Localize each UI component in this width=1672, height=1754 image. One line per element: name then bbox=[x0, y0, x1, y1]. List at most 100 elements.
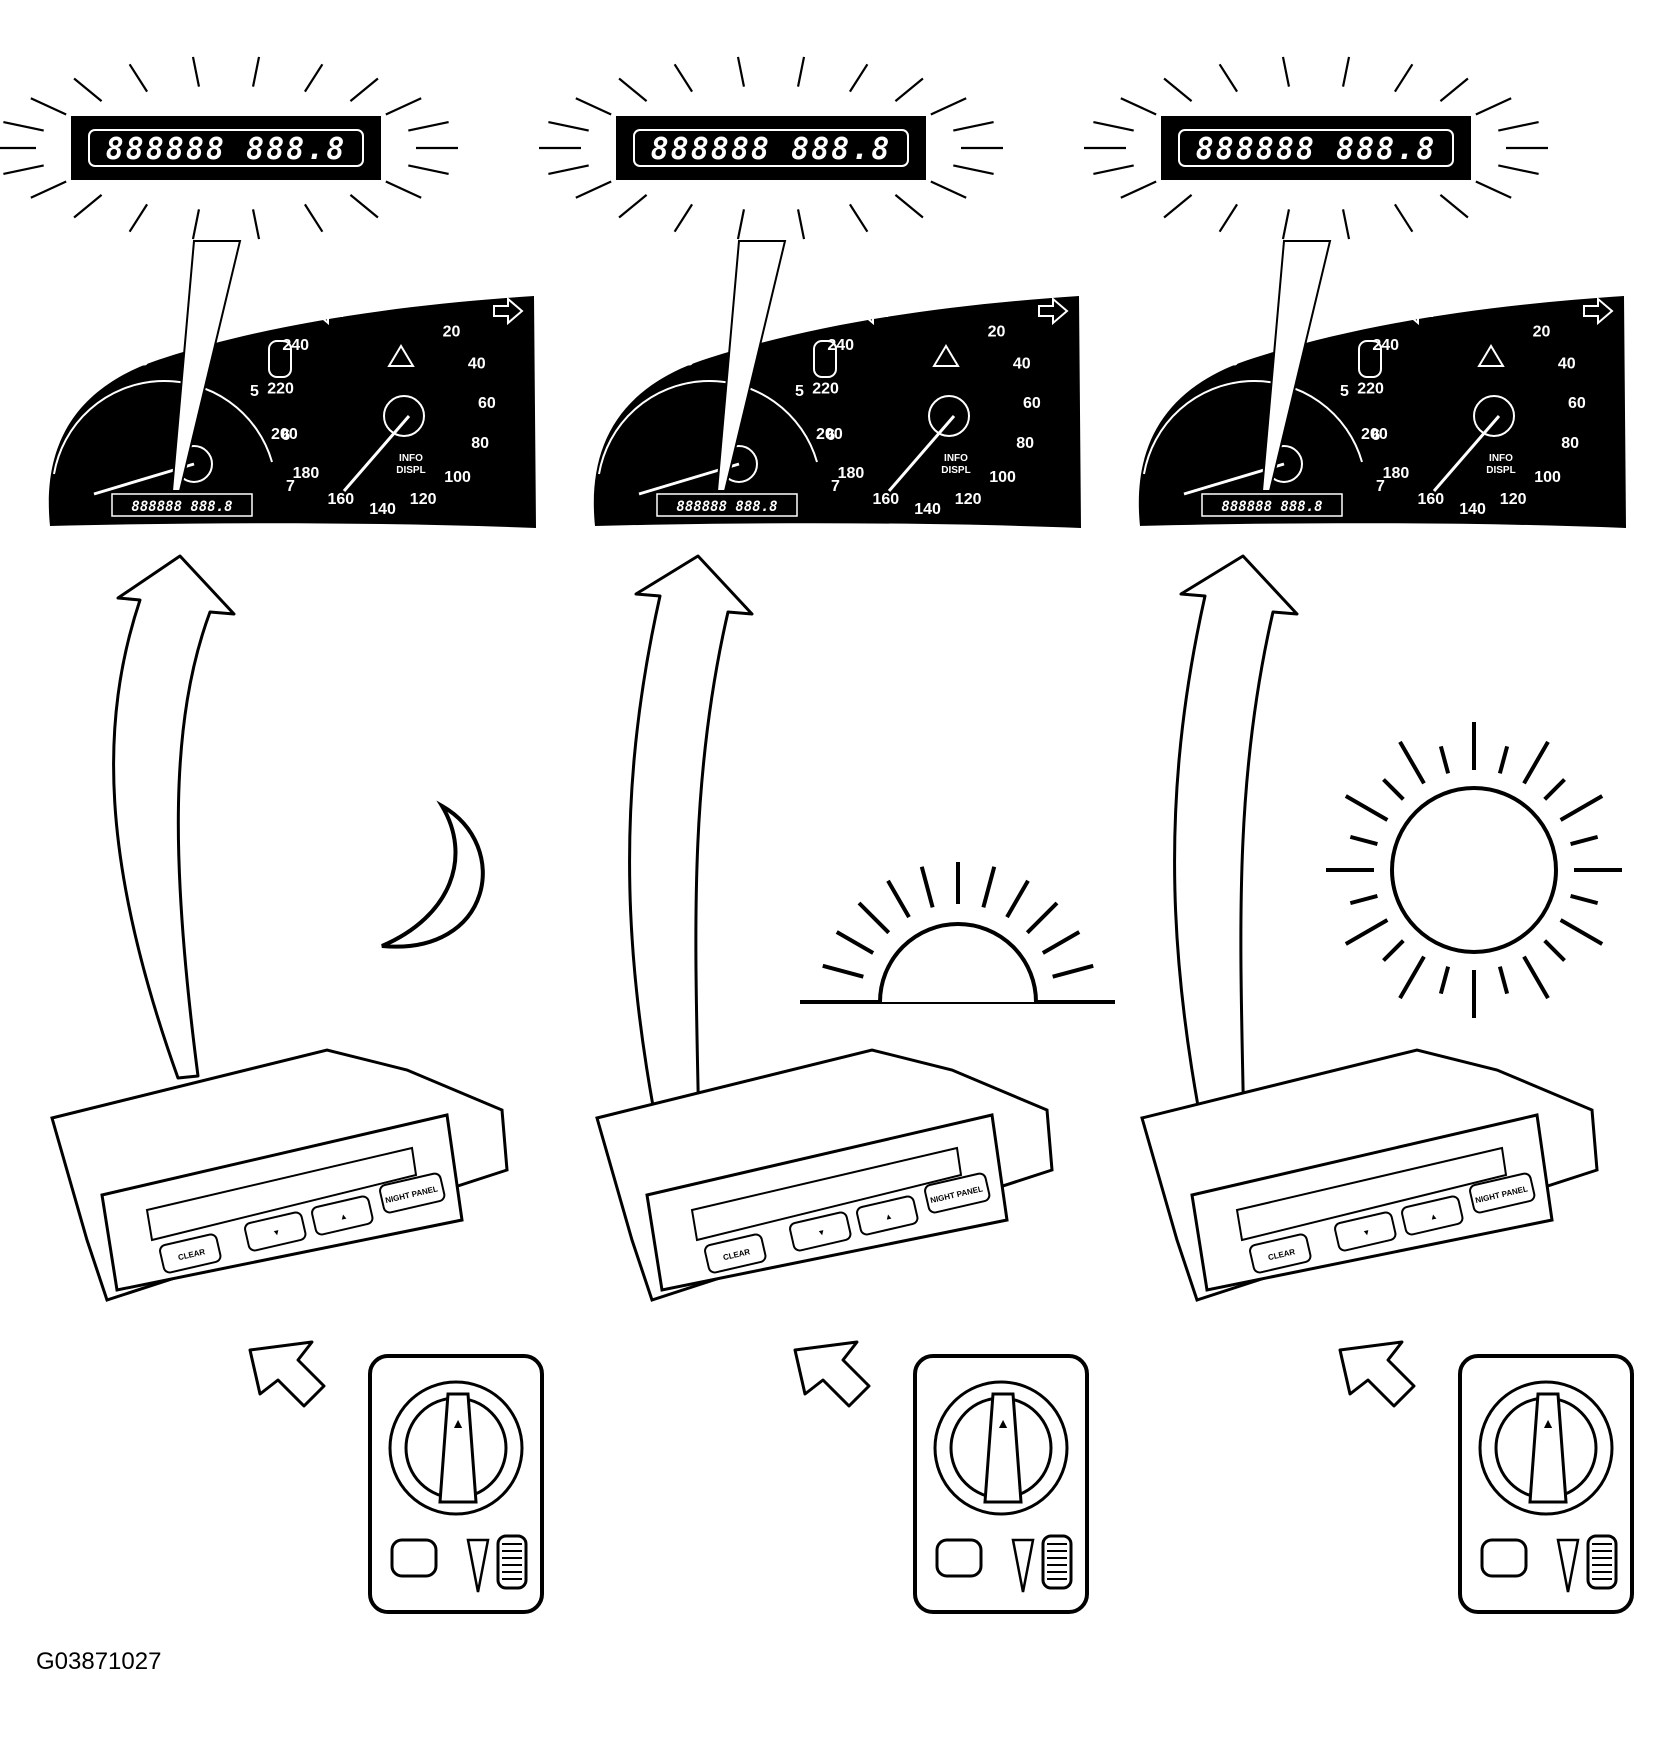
sun-ray bbox=[981, 866, 997, 908]
odometer-readout: 888888 888.8 bbox=[1221, 499, 1322, 515]
sun-ray bbox=[835, 930, 875, 955]
glow-ray bbox=[251, 209, 261, 240]
tach-label: 6 bbox=[1371, 427, 1380, 444]
speed-label: 60 bbox=[478, 395, 496, 412]
speed-label: 160 bbox=[1417, 491, 1444, 508]
glow-ray bbox=[251, 56, 261, 87]
glow-ray bbox=[30, 180, 67, 199]
odometer-strip bbox=[111, 493, 253, 517]
brightness-arrow bbox=[1173, 554, 1299, 1238]
info-display-label: INFO bbox=[944, 453, 968, 464]
tach-label: 1 bbox=[1135, 411, 1144, 428]
speed-label: 100 bbox=[1534, 469, 1561, 486]
sun-ray bbox=[1543, 778, 1566, 801]
sun-ray bbox=[1382, 778, 1405, 801]
glow-ray bbox=[3, 164, 44, 175]
tach-label: 2 bbox=[1174, 372, 1183, 389]
sun-ray bbox=[1398, 740, 1426, 785]
glow-ray bbox=[1498, 164, 1539, 175]
glow-ray bbox=[1439, 77, 1469, 102]
sun-ray bbox=[1570, 893, 1599, 906]
tach-label: 5 bbox=[1340, 383, 1349, 400]
speed-hub bbox=[928, 395, 970, 437]
speed-label: 200 bbox=[1361, 426, 1388, 443]
glow-ray bbox=[304, 203, 324, 233]
press-arrow-icon bbox=[248, 1340, 326, 1408]
glow-ray bbox=[953, 121, 994, 132]
dimmer-wheel bbox=[1041, 1534, 1073, 1590]
scene-panel-dusk: 888888 888.80123456720406080100120140160… bbox=[539, 56, 1115, 1614]
glow-ray bbox=[673, 63, 693, 93]
tachometer-arc bbox=[598, 380, 818, 475]
odometer-strip bbox=[656, 493, 798, 517]
glow-ray bbox=[73, 77, 103, 102]
glow-ray bbox=[191, 56, 201, 87]
down-button-label: ▼ bbox=[272, 1227, 282, 1238]
display-readout: 888888 888.8 bbox=[1196, 132, 1437, 167]
speed-label: 20 bbox=[988, 323, 1006, 340]
dimmer-indicator bbox=[1556, 1538, 1580, 1593]
position-marker: ▲ bbox=[451, 1415, 465, 1431]
speed-label: 240 bbox=[282, 337, 309, 354]
tach-label: 2 bbox=[84, 372, 93, 389]
glow-ray bbox=[73, 194, 103, 219]
up-button-label: ▲ bbox=[884, 1211, 894, 1222]
glow-ray bbox=[548, 164, 589, 175]
speed-label: 60 bbox=[1568, 395, 1586, 412]
glow-ray bbox=[796, 56, 806, 87]
speed-label: 120 bbox=[410, 491, 437, 508]
speed-hub bbox=[383, 395, 425, 437]
odometer-readout: 888888 888.8 bbox=[131, 499, 232, 515]
speed-label: 40 bbox=[1013, 355, 1031, 372]
hazard-icon bbox=[932, 344, 960, 367]
tach-label: 6 bbox=[281, 427, 290, 444]
glow-ray bbox=[618, 77, 648, 102]
glow-ray bbox=[575, 97, 612, 116]
info-display-label: DISPL bbox=[396, 465, 425, 476]
sid-display-window bbox=[145, 1146, 418, 1242]
sun-ray bbox=[1497, 966, 1510, 995]
glow-ray bbox=[1218, 203, 1238, 233]
glow-ray bbox=[1341, 209, 1351, 240]
hazard-icon bbox=[387, 344, 415, 367]
turn-left-icon bbox=[312, 296, 343, 326]
glow-ray bbox=[849, 203, 869, 233]
glow-ray bbox=[408, 164, 449, 175]
tach-label: 6 bbox=[826, 427, 835, 444]
sun-ray bbox=[1382, 939, 1405, 962]
glow-ray bbox=[1218, 63, 1238, 93]
speed-label: 140 bbox=[914, 501, 941, 518]
sid-display-window bbox=[1235, 1146, 1508, 1242]
glow-ray bbox=[894, 194, 924, 219]
tach-label: 2 bbox=[629, 372, 638, 389]
glow-ray bbox=[1093, 164, 1134, 175]
tachometer-arc bbox=[53, 380, 273, 475]
display-window bbox=[1178, 129, 1454, 167]
glow-ray bbox=[736, 56, 746, 87]
speed-label: 20 bbox=[1533, 323, 1551, 340]
speed-label: 140 bbox=[369, 501, 396, 518]
glow-ray bbox=[385, 97, 422, 116]
brightness-arrow bbox=[112, 554, 236, 1080]
knob-grip bbox=[438, 1392, 478, 1504]
speed-label: 80 bbox=[1016, 435, 1034, 452]
glow-ray bbox=[894, 77, 924, 102]
speed-label: 180 bbox=[1383, 465, 1410, 482]
sun-ray bbox=[1522, 955, 1550, 1000]
scene-panel-day: 888888 888.80123456720406080100120140160… bbox=[1084, 56, 1634, 1614]
turn-left-icon bbox=[1402, 296, 1433, 326]
up-button bbox=[311, 1195, 374, 1236]
sun-ray bbox=[1041, 930, 1081, 955]
down-button-label: ▼ bbox=[1362, 1227, 1372, 1238]
glow-ray bbox=[1475, 97, 1512, 116]
tach-label: 1 bbox=[45, 411, 54, 428]
sun-ray bbox=[1025, 901, 1059, 935]
glow-ray bbox=[1120, 180, 1157, 199]
turn-left-icon bbox=[857, 296, 888, 326]
knob-grip bbox=[1528, 1392, 1568, 1504]
fog-light-button bbox=[1480, 1538, 1528, 1578]
info-display-label: DISPL bbox=[941, 465, 970, 476]
tach-label: 0 bbox=[32, 461, 41, 478]
speed-label: 240 bbox=[1372, 337, 1399, 354]
dimmer-wheel bbox=[1586, 1534, 1618, 1590]
